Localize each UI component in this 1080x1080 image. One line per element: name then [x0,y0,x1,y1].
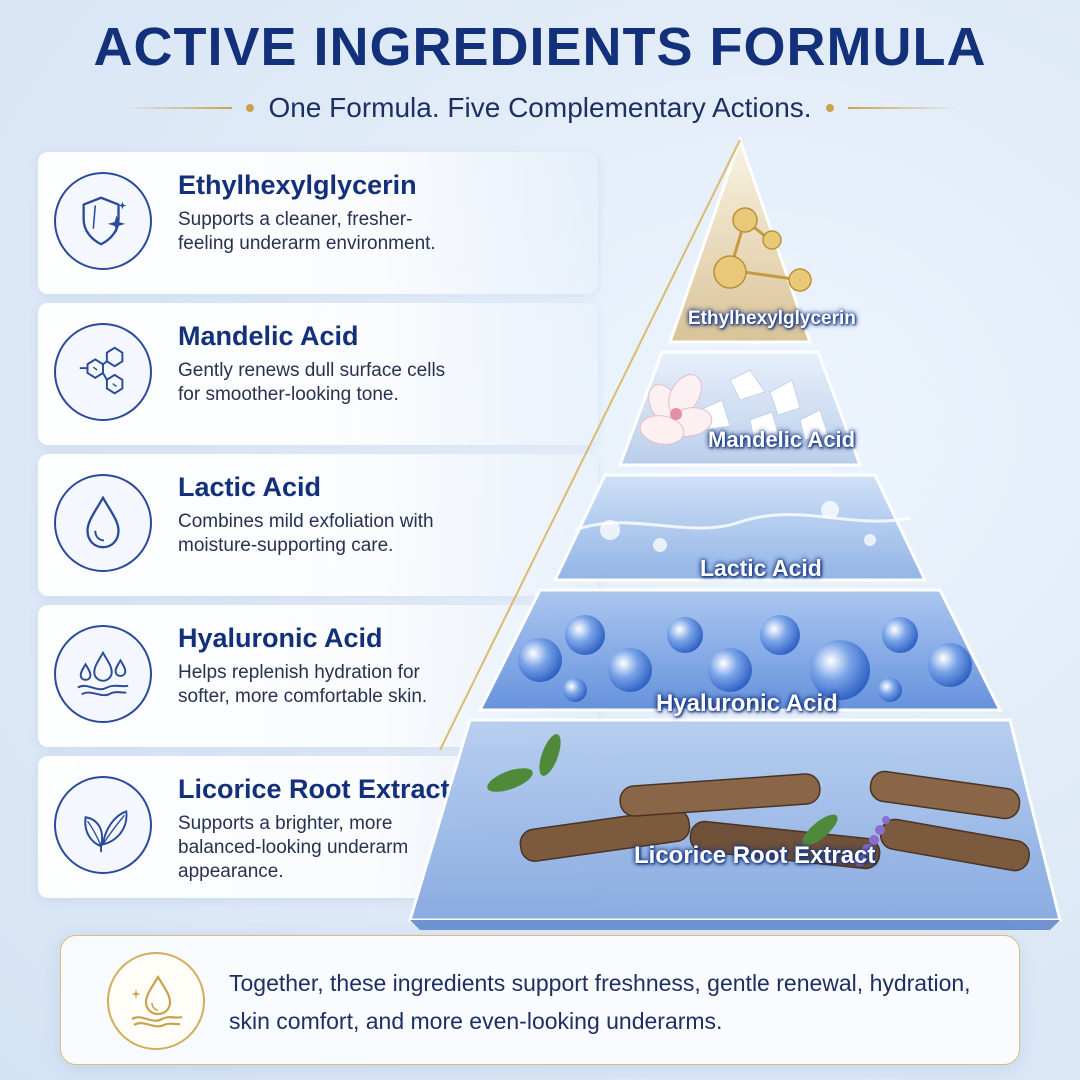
pyramid-tier-label: Hyaluronic Acid [656,690,838,717]
ingredient-title: Hyaluronic Acid [178,623,383,653]
page-subtitle: One Formula. Five Complementary Actions. [268,92,812,123]
pyramid-tier-label: Lactic Acid [700,555,822,581]
ingredient-description: Combines mild exfoliation with moisture-… [178,511,434,556]
ingredient-card-mandelic-acid: Mandelic Acid Gently renews dull surface… [38,303,598,445]
divider-dot-right [825,104,834,112]
ingredient-title: Licorice Root Extract [178,774,450,804]
ingredient-title: Lactic Acid [178,472,322,502]
ingredient-description: Helps replenish hydration for softer, mo… [178,662,428,707]
shield-sparkle-icon [54,172,152,270]
summary-text: Together, these ingredients support fres… [229,970,971,1034]
ingredient-title: Ethylhexylglycerin [178,170,417,200]
pyramid-tier-label: Mandelic Acid [708,427,856,452]
ingredient-pyramid: Ethylhexylglycerin Mandelic Acid Lactic … [400,130,1080,930]
droplets-wave-icon [54,625,152,723]
ingredient-card-ethylhexylglycerin: Ethylhexylglycerin Supports a cleaner, f… [38,152,598,294]
divider-dot-left [246,104,255,112]
divider-right [847,107,958,109]
pyramid-tier-label: Licorice Root Extract [634,842,876,869]
ingredient-description: Supports a brighter, more balanced-looki… [178,813,409,882]
ingredient-description: Supports a cleaner, fresher-feeling unde… [178,209,436,254]
pyramid-graphic [407,135,1062,930]
pyramid-tier-label: Ethylhexylglycerin [688,308,856,329]
droplet-icon [54,474,152,572]
summary-box: Together, these ingredients support fres… [60,935,1020,1065]
leaf-icon [54,776,152,874]
ingredient-title: Mandelic Acid [178,321,359,351]
ingredient-card-lactic-acid: Lactic Acid Combines mild exfoliation wi… [38,454,598,596]
subtitle-row: One Formula. Five Complementary Actions. [0,92,1080,124]
page-title: ACTIVE INGREDIENTS FORMULA [93,17,987,77]
droplet-sparkle-icon [107,952,205,1050]
divider-left [122,107,233,109]
molecule-icon [54,323,152,421]
ingredient-description: Gently renews dull surface cells for smo… [178,360,446,405]
